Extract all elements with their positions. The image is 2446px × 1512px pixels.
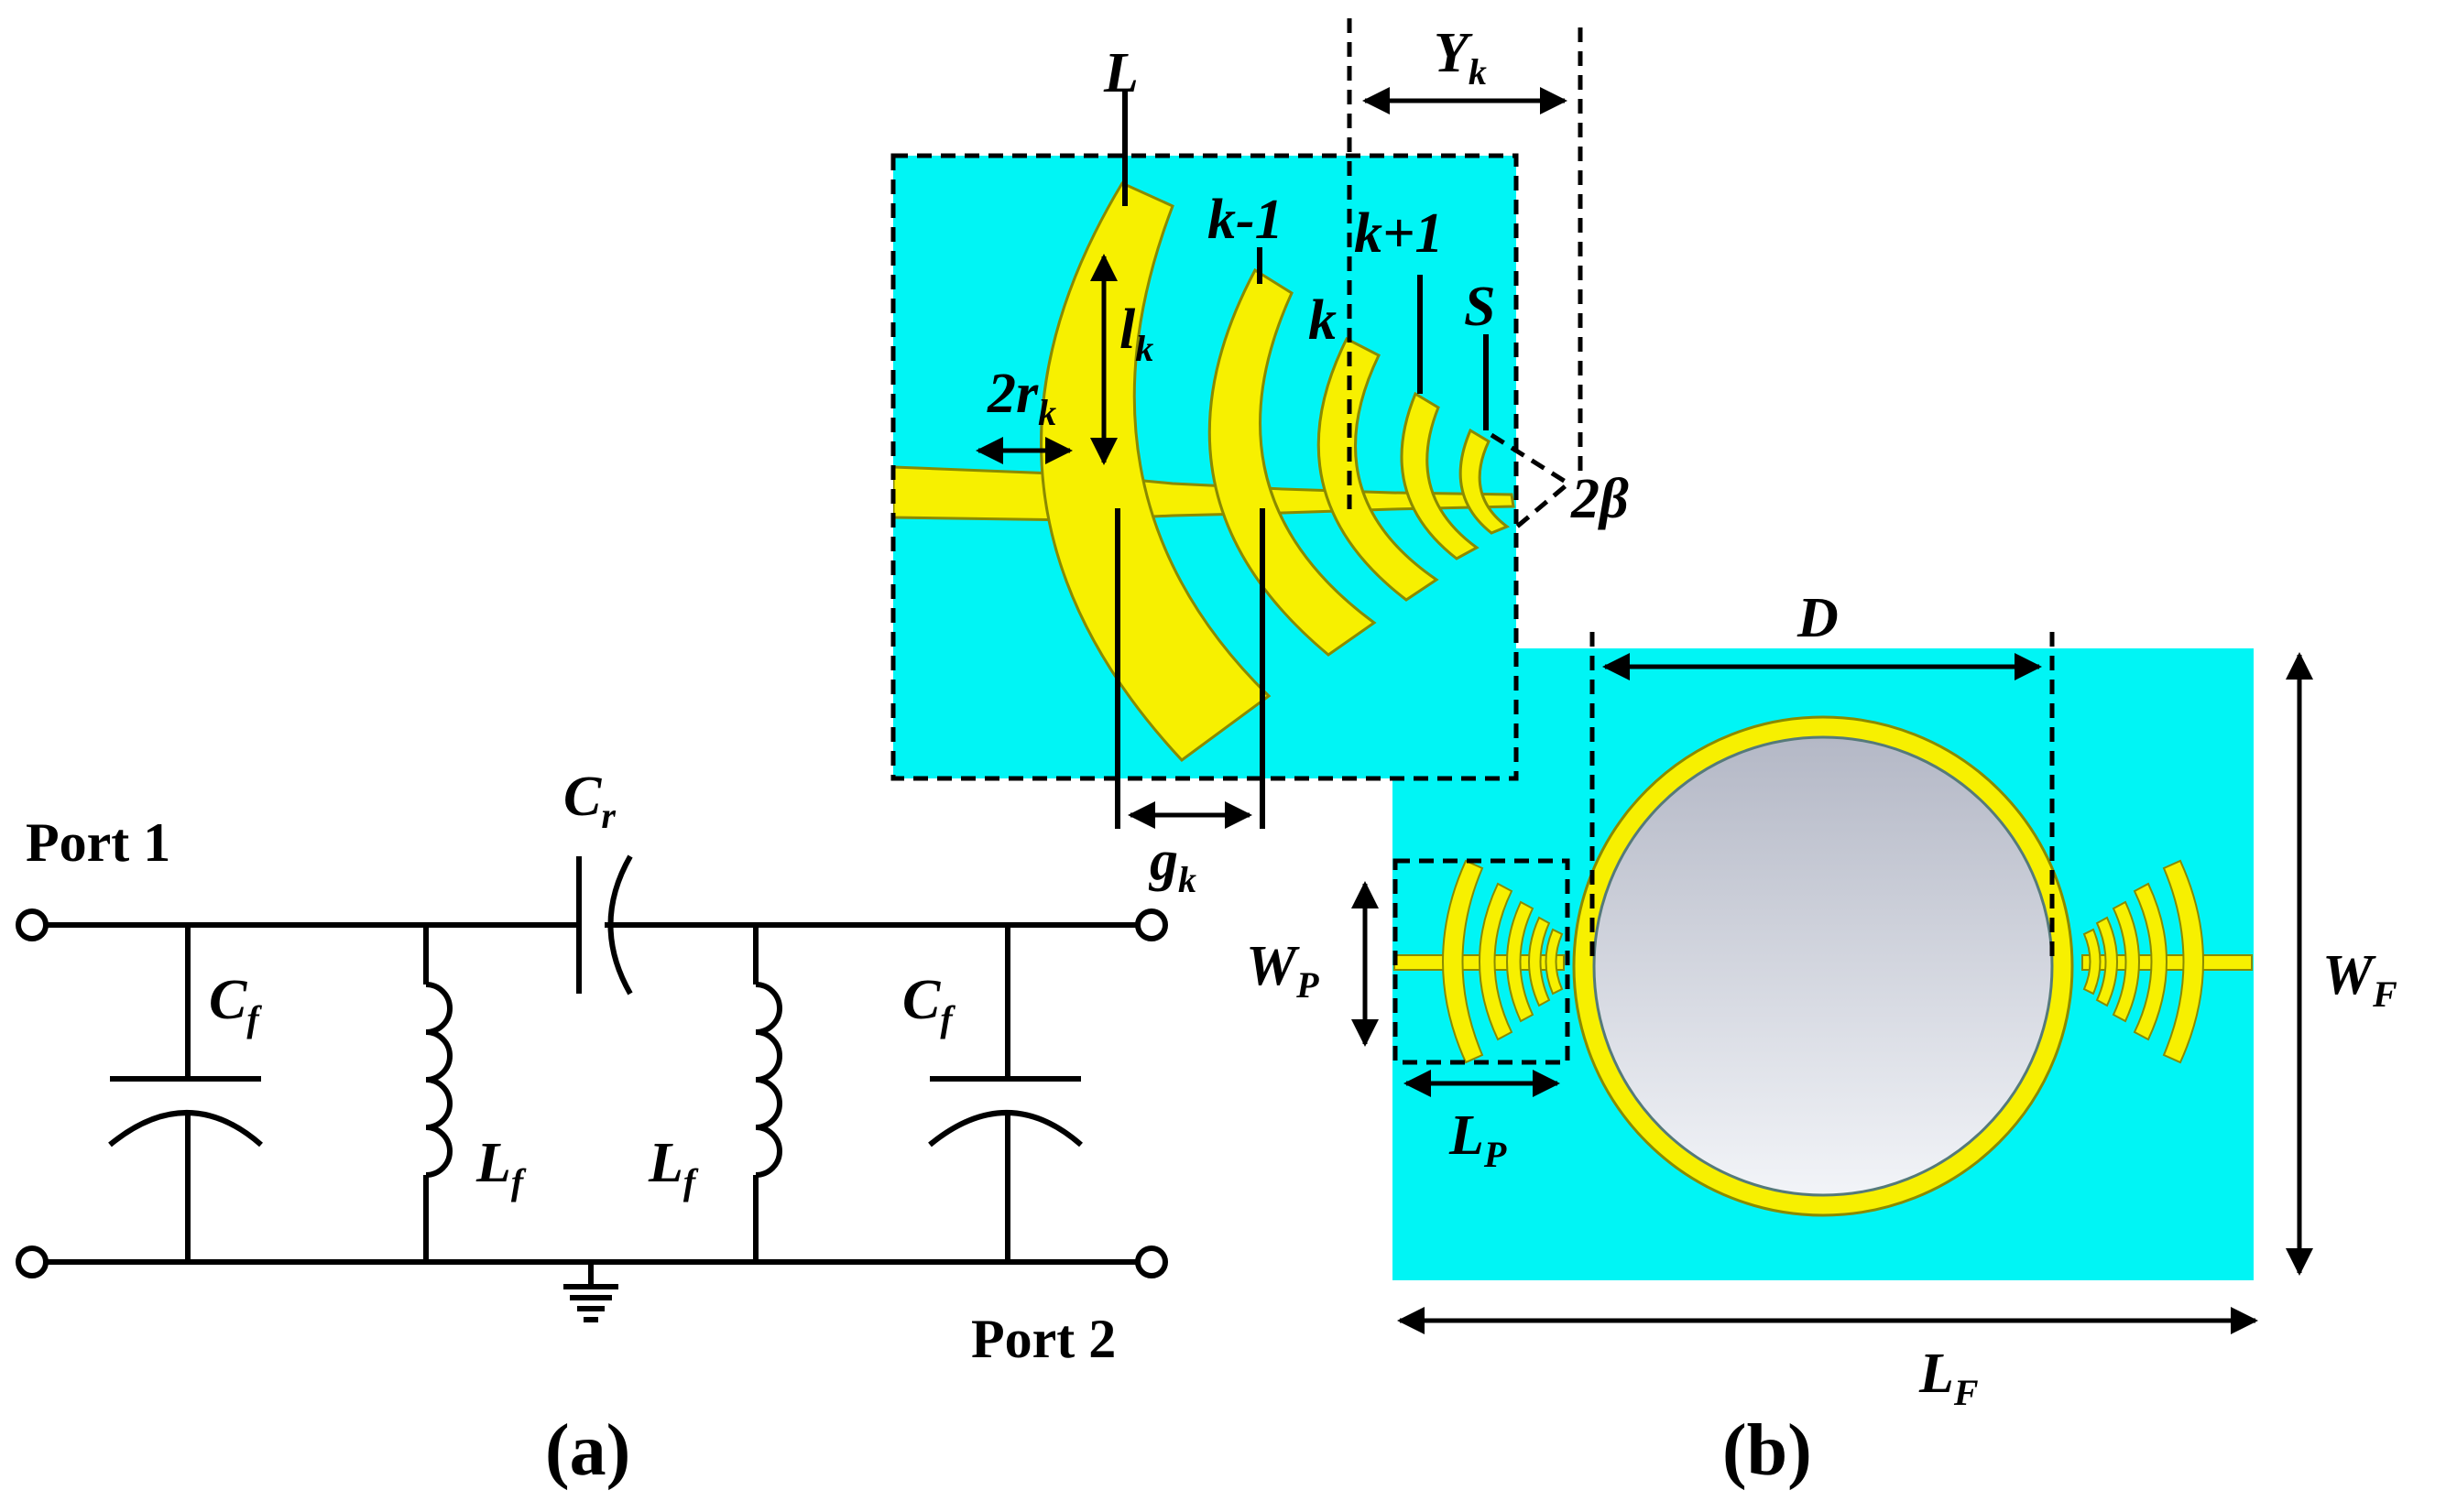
gk-label: gk: [1148, 830, 1196, 900]
detail-inset-border: [890, 153, 1519, 781]
two-rk-label: 2rk: [987, 363, 1056, 433]
yk-label: Yk: [1434, 22, 1487, 92]
port1-terminal-top: [16, 908, 49, 941]
port1-label: Port 1: [26, 812, 170, 873]
port2-label: Port 2: [971, 1309, 1116, 1369]
d-label: D: [1796, 587, 1839, 649]
lp-label: LP: [1448, 1104, 1507, 1175]
two-beta-angle: [1490, 432, 1573, 533]
two-beta-label: 2β: [1570, 468, 1629, 530]
layout-diagram: Yk L k-1 k k+1 S 2β lk 2rk gk D WF: [890, 18, 2397, 1491]
cr-label: Cr: [563, 766, 616, 836]
k-minus-1-label: k-1: [1207, 189, 1283, 251]
lf-left-inductor: [423, 925, 453, 1262]
lf-left-label: Lf: [475, 1132, 527, 1202]
unit-cell-box: [1392, 858, 1570, 1065]
cr-curved-plate: [607, 854, 633, 995]
cf-right-label: Cf: [902, 969, 955, 1039]
S-label: S: [1464, 276, 1495, 338]
lf-right-label: Lf: [648, 1132, 699, 1202]
cf-right-capacitor: [928, 925, 1083, 1262]
caption-a: (a): [545, 1410, 630, 1491]
lk-label: lk: [1119, 299, 1153, 369]
cf-left-label: Cf: [209, 969, 262, 1039]
k-label: k: [1308, 289, 1337, 352]
cr-gap: [579, 911, 605, 939]
lf-dim-label: LF: [1918, 1343, 1979, 1413]
port2-terminal-bottom: [1135, 1245, 1168, 1278]
caption-b: (b): [1722, 1410, 1812, 1491]
left-stub: [1393, 859, 1565, 1064]
L-label: L: [1103, 42, 1139, 104]
hole: [1592, 735, 2054, 1197]
wp-label: WP: [1246, 935, 1319, 1006]
port2-terminal-top: [1135, 908, 1168, 941]
k-plus-1-label: k+1: [1354, 202, 1443, 265]
right-stub: [2081, 859, 2253, 1064]
cf-left-capacitor: [108, 925, 263, 1262]
port1-terminal-bottom: [16, 1245, 49, 1278]
circuit-schematic: Port 1 Port 2 Cr Cf Cf Lf Lf (a): [16, 766, 1168, 1491]
ground-icon: [563, 1262, 618, 1322]
lf-right-inductor: [753, 925, 782, 1262]
wf-label: WF: [2322, 944, 2397, 1015]
